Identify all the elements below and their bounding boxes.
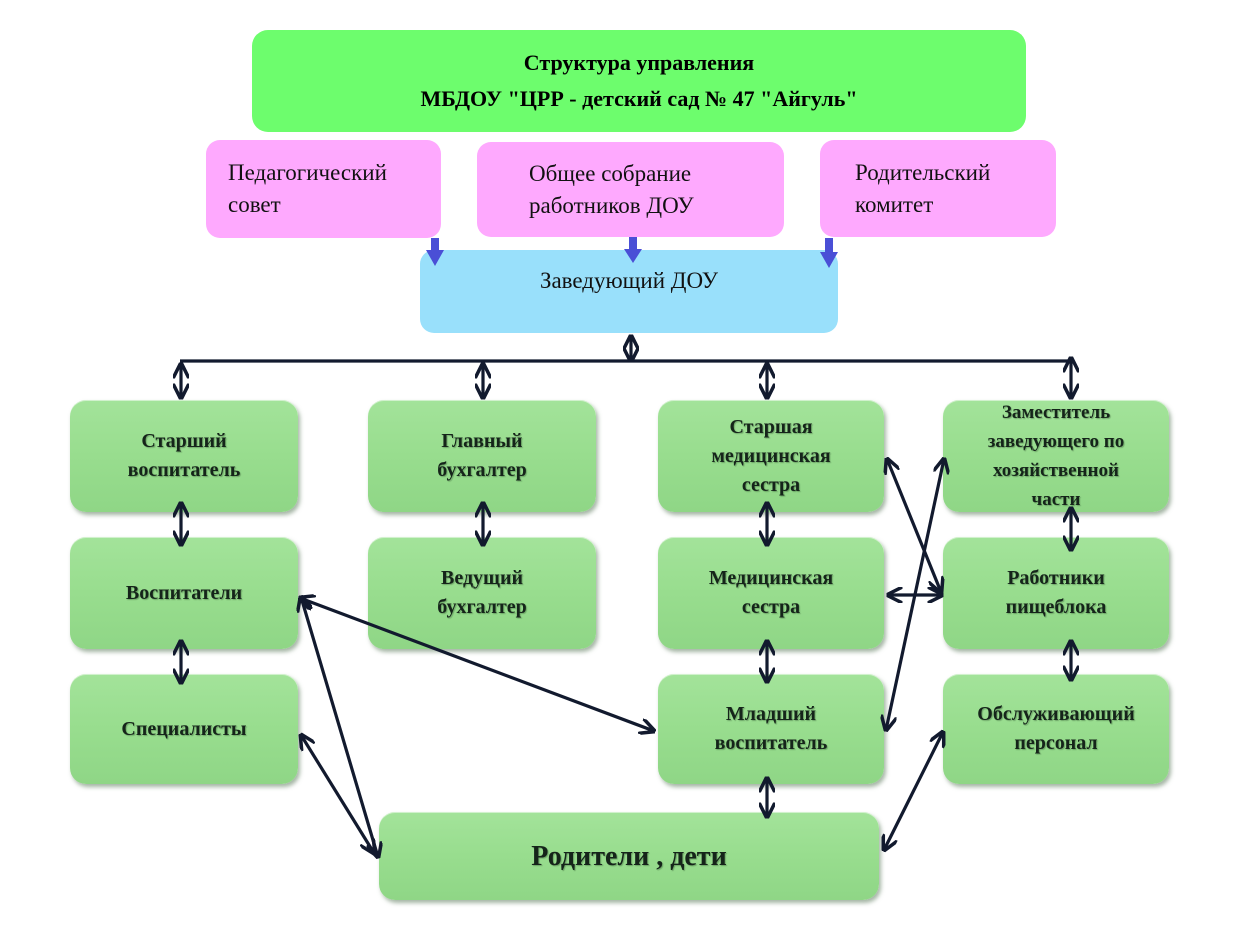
- node-label: Младший воспитатель: [714, 703, 828, 754]
- node-label: Родители , дети: [531, 840, 727, 872]
- node-junior-educator: Младший воспитатель: [658, 674, 884, 784]
- council-label: Педагогический: [228, 160, 387, 185]
- node-label: Ведущий бухгалтер: [437, 567, 527, 618]
- node-parents-children: Родители , дети: [379, 812, 879, 900]
- council-label: Родительский: [855, 159, 991, 185]
- node-deputy-head: Заместитель заведующего по хозяйственной…: [943, 400, 1169, 512]
- link-junior-educator-deputy: [886, 459, 944, 730]
- node-service-staff: Обслуживающий персонал: [943, 674, 1169, 784]
- council-general-meeting: Общее собрание работников ДОУ: [477, 142, 784, 237]
- council-label: совет: [228, 192, 281, 217]
- link-senior-nurse-kitchen: [887, 459, 941, 592]
- node-nurse: Медицинская сестра: [658, 537, 884, 649]
- node-lead-accountant: Ведущий бухгалтер: [368, 537, 596, 649]
- link-educators-parents: [301, 597, 378, 857]
- council-pedagogical: Педагогический совет: [206, 140, 441, 238]
- head-label: Заведующий ДОУ: [539, 268, 719, 293]
- node-chief-accountant: Главный бухгалтер: [368, 400, 596, 512]
- head-of-dou: Заведующий ДОУ: [420, 250, 838, 333]
- node-educators: Воспитатели: [70, 537, 298, 649]
- node-label: Заместитель заведующего по хозяйственной…: [987, 402, 1125, 510]
- node-label: Медицинская сестра: [708, 567, 834, 618]
- node-label: Главный бухгалтер: [437, 430, 527, 481]
- node-label: Старший воспитатель: [127, 430, 241, 481]
- node-label: Специалисты: [121, 717, 247, 740]
- node-label: Работники пищеблока: [1005, 567, 1107, 618]
- node-senior-nurse: Старшая медицинская сестра: [658, 400, 884, 512]
- node-label: Воспитатели: [125, 581, 243, 604]
- council-parent-committee: Родительский комитет: [820, 140, 1056, 237]
- link-service-parents: [884, 732, 943, 850]
- council-label: работников ДОУ: [529, 192, 694, 218]
- link-specialists-parents: [301, 735, 374, 853]
- title-line-2: МБДОУ "ЦРР - детский сад № 47 "Айгуль": [420, 86, 858, 111]
- council-label: комитет: [855, 191, 934, 217]
- node-label: Обслуживающий персонал: [977, 703, 1135, 754]
- title-line-1: Структура управления: [523, 50, 755, 75]
- node-label: Старшая медицинская сестра: [711, 415, 831, 496]
- diagram-title: Структура управления МБДОУ "ЦРР - детски…: [252, 30, 1026, 132]
- node-senior-educator: Старший воспитатель: [70, 400, 298, 512]
- council-label: Общее собрание: [529, 160, 692, 186]
- node-specialists: Специалисты: [70, 674, 298, 784]
- node-kitchen-workers: Работники пищеблока: [943, 537, 1169, 649]
